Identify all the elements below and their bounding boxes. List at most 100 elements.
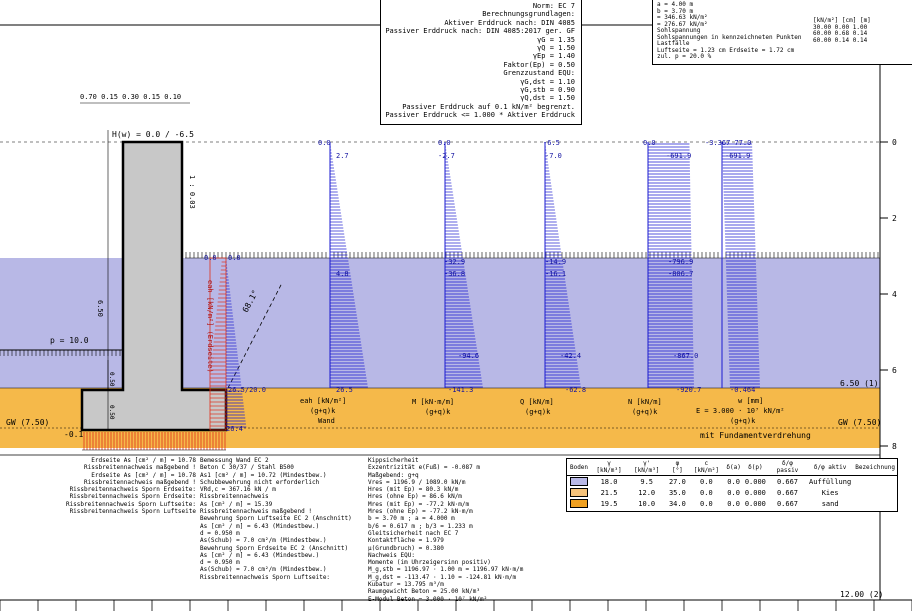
bottom-mid2-line: Exzentrizität e(Fuß) = -0.087 m [368,464,480,472]
diag2-top: 0.0 [438,139,451,147]
bottom-mid2-line: Kontaktfläche = 1.979 [368,537,444,545]
soil-table-cell: 0.0 [700,477,713,486]
bottom-mid1-line: As [cm² / m] = 6.43 (Mindestbew.) [200,551,320,559]
bottom-mid1-line: Rissbreitennachweis Sporn Luftseite: [200,573,331,581]
top-right-line: = 346.63 kN/m² [657,14,708,21]
bottom-mid1-line: Bemessung Wand EC 2 [200,457,269,464]
center-box-line: Passiver Erddruck nach: DIN 4085:2017 ge… [385,27,575,36]
soil-table-cell: 34.0 [668,499,686,508]
right-scale-label: 6 [892,366,897,375]
bottom-mid2-line: Momente (im Uhrzeigersinn positiv) [368,559,491,567]
diag4-top2: -691.9 [666,152,691,160]
bottom-left-line: Erdseite As [cm² / m] = 10.78 [91,457,196,464]
footing-h-label: 0.50 [108,372,115,387]
soil-table-cell: 0.0 [727,477,740,486]
diag1-bot: 26.5 [336,386,353,394]
diag1-top: 0.0 [318,139,331,147]
soil-swatch-box [570,499,588,508]
diag2-title1: M [kN·m/m] [412,398,454,406]
diag2-mid: -32.9 [444,258,465,266]
left-dim-label: 6.50 [96,300,104,317]
slope-label: 1 : 0.03 [188,175,196,209]
right-scale-label: 2 [892,214,897,223]
diag4-title1: N [kN/m] [628,398,662,406]
soil-table-cell: 0.000 [744,477,766,486]
top-right-line: b = 3.70 m [657,7,694,15]
diag4-bot: -920.7 [676,386,701,394]
bottom-mid2-line: E-Modul Beton = 3.000 · 10⁷ kN/m² [368,595,488,603]
bottom-mid1-line: As(Schub) = 7.0 cm²/m (Mindestbew.) [200,566,327,574]
water-region-left [0,360,80,388]
soil-table-header-cell: δ(p) [742,459,768,476]
top-right-table-row: 60.00 0.68 0.14 [813,30,868,37]
footing-left-label: -0.1 [64,430,83,439]
diag5-top2: -691.9 [725,152,750,160]
top-right-line: Luftseite = 1.23 cm Erdseite = 1.72 cm [657,46,795,54]
bottom-left-line: Rissbreitennachweis maßgebend ! [84,478,196,486]
soil-table-cell: sand [821,499,839,508]
center-box-line: γQ,dst = 1.50 [520,94,575,103]
bottom-left-line: Rissbreitennachweis Sporn Luftseite: [65,500,196,508]
center-box-line: γQ = 1.50 [537,44,575,53]
soil-table-header-cell: φ [°] [666,459,689,476]
ea-vertical-label: eah [kN/m²] (Erdseite) [206,280,214,373]
center-box-line: Passiver Erddruck <= 1.000 * Aktiver Erd… [385,111,575,120]
diag3-mid2: -16.1 [545,270,566,278]
diagram-column-5 [721,142,760,388]
soil-table-cell: 9.5 [640,477,654,486]
diag3-bot: -62.8 [565,386,586,394]
top-right-line: Lastfälle [657,40,690,47]
surcharge-label: p = 10.0 [50,336,89,345]
diagram-column-2 [444,142,483,388]
bottom-mid2-line: Kubatur = 13.795 m³/m [368,581,444,589]
bottom-mid1-line: d = 0.950 m [200,559,240,567]
soil-swatch-box [570,488,588,497]
bottom-mid1-line: Bewehrung Sporn Erdseite EC 2 (Anschnitt… [200,544,349,552]
center-box-line: Grenzzustand EQU: [503,69,575,78]
bottom-left-line: Erdseite As [cm² / m] = 10.78 [91,471,196,479]
bottom-mid2-line: Mres (ohne Ep) = -77.2 kN·m/m [368,508,473,516]
center-box-line: γG = 1.35 [537,35,575,44]
diag1-mid: 4.8 [336,270,349,278]
right-scale-label: 0 [892,138,897,147]
soil-table-header-cell: γ' [kN/m³] [627,459,667,476]
soil-table-cell: 12.0 [638,488,656,497]
diag3-low: -42.4 [560,352,581,360]
bottom-mid1-line: Beton C 30/37 / Stahl B500 [200,464,294,472]
bottom-mid2-line: Gleitsicherheit nach EC 7 [368,529,459,537]
bottom-mid2-line: M_g,dst = -113.47 · 1.10 = -124.81 kN·m/… [368,573,517,581]
soil-color-swatch [567,498,591,509]
top-right-line: Sohlspannungen in kennzeichneten Punkten [657,33,802,41]
diag4-title2: (g+q)k [632,408,658,416]
center-box-line: γG,stb = 0.90 [520,86,575,95]
bottom-mid1-line: As(Schub) = 7.0 cm²/m (Mindestbew.) [200,537,327,545]
earth-pressure-red [209,257,227,431]
top-right-line: = 276.67 kN/m² [657,20,708,28]
soil-swatch-box [570,477,588,486]
bottom-mid2-line: Hres (ohne Ep) = 86.6 kN/m [368,493,462,501]
soil-table-cell: 21.5 [600,488,618,497]
diag0-bot-left: 26.5/20.0 [228,386,266,394]
soil-table-cell: 10.0 [638,499,656,508]
center-box-line: Berechnungsgrundlagen: [482,10,575,19]
diag4-mid2: -806.7 [668,270,693,278]
soil-table-header-cell: γ [kN/m³] [591,459,628,476]
diag2-top2: -2.7 [438,152,455,160]
gw-right-label: GW (7.50) [838,418,881,427]
footing-note: mit Fundamentverdrehung [700,431,811,440]
diag2-bot: -141.3 [448,386,473,394]
diag1-top2: 2.7 [336,152,349,160]
bottom-left-line: Rissbreitennachweis Sporn Erdseite: [69,486,196,494]
soil-color-swatch [567,487,591,498]
diag3-top2: -7.0 [545,152,562,160]
bottom-mid1-line: VRd,c = 367.16 kN / m [200,486,276,494]
soil-table-header-cell: Bezeichnung [853,459,897,476]
